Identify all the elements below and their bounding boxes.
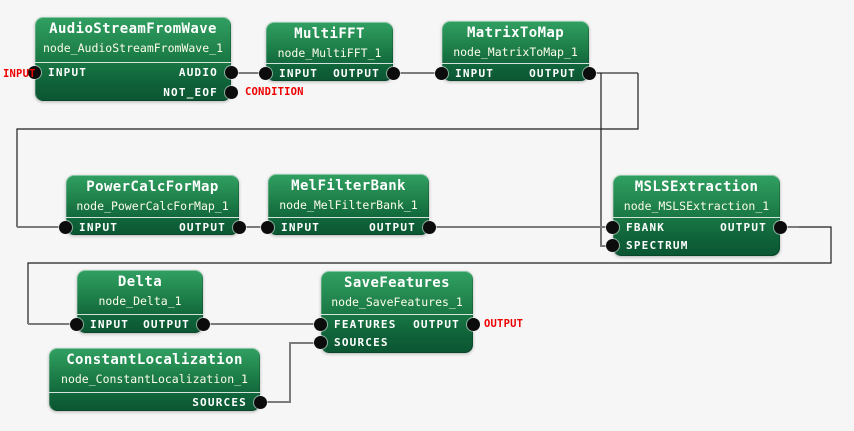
port-label-output: OUTPUT <box>369 221 416 234</box>
node-audiostreamfromwave[interactable]: AudioStreamFromWave node_AudioStreamFrom… <box>28 17 238 103</box>
node-title: MultiFFT <box>294 26 365 42</box>
port-label-sources: SOURCES <box>192 396 247 409</box>
node-constantlocalization[interactable]: ConstantLocalization node_ConstantLocali… <box>49 348 267 413</box>
port-dot-output[interactable] <box>387 67 400 80</box>
port-label-input: INPUT <box>455 67 495 80</box>
node-mslsextraction[interactable]: MSLSExtraction node_MSLSExtraction_1 FBA… <box>606 175 787 256</box>
port-dot-output[interactable] <box>583 67 596 80</box>
port-row: SPECTRUM <box>606 236 780 256</box>
port-row: FBANK OUTPUT <box>606 217 787 238</box>
port-dot-not-eof[interactable] <box>225 86 238 99</box>
node-title: SaveFeatures <box>344 275 450 291</box>
port-dot-input[interactable] <box>59 221 72 234</box>
port-row: INPUT OUTPUT <box>70 314 210 335</box>
external-input-label: INPUT <box>3 68 36 80</box>
external-condition-label: CONDITION <box>245 86 304 98</box>
node-instance-name: node_ConstantLocalization_1 <box>61 372 248 386</box>
node-instance-name: node_MatrixToMap_1 <box>453 45 578 59</box>
port-dot-input[interactable] <box>435 67 448 80</box>
port-label-audio: AUDIO <box>178 66 218 79</box>
node-multifft[interactable]: MultiFFT node_MultiFFT_1 INPUT OUTPUT <box>259 22 400 84</box>
node-melfilterbank[interactable]: MelFilterBank node_MelFilterBank_1 INPUT… <box>261 174 436 238</box>
node-instance-name: node_AudioStreamFromWave_1 <box>42 41 223 55</box>
node-instance-name: node_MSLSExtraction_1 <box>623 199 770 213</box>
port-label-input: INPUT <box>279 67 319 80</box>
port-row: INPUT OUTPUT <box>259 63 400 84</box>
port-row: INPUT AUDIO <box>28 62 238 83</box>
port-dot-sources[interactable] <box>314 336 327 349</box>
port-label-fbank: FBANK <box>626 221 666 234</box>
node-title: ConstantLocalization <box>66 352 243 368</box>
node-instance-name: node_Delta_1 <box>98 294 182 308</box>
port-label-output: OUTPUT <box>720 221 767 234</box>
port-dot-output[interactable] <box>423 221 436 234</box>
node-title: MSLSExtraction <box>634 179 759 195</box>
wire-constantlocalization-to-savefeatures <box>260 342 321 403</box>
port-row: INPUT OUTPUT <box>261 217 436 238</box>
node-savefeatures[interactable]: SaveFeatures node_SaveFeatures_1 FEATURE… <box>314 271 480 353</box>
port-label-input: INPUT <box>281 221 321 234</box>
node-title: MelFilterBank <box>291 178 406 194</box>
port-dot-input[interactable] <box>261 221 274 234</box>
port-label-input: INPUT <box>90 318 130 331</box>
node-title: AudioStreamFromWave <box>49 21 217 37</box>
external-output-label: OUTPUT <box>484 318 524 330</box>
port-label-features: FEATURES <box>334 318 397 331</box>
node-instance-name: node_PowerCalcForMap_1 <box>76 199 229 213</box>
port-label-output: OUTPUT <box>179 221 226 234</box>
port-label-output: OUTPUT <box>333 67 380 80</box>
port-dot-input[interactable] <box>28 66 41 79</box>
port-row: SOURCES <box>49 392 267 413</box>
port-dot-spectrum[interactable] <box>606 239 619 252</box>
node-matrixtomap[interactable]: MatrixToMap node_MatrixToMap_1 INPUT OUT… <box>435 21 596 84</box>
port-dot-fbank[interactable] <box>606 221 619 234</box>
port-row: INPUT OUTPUT <box>59 217 246 238</box>
port-dot-output[interactable] <box>233 221 246 234</box>
node-title: MatrixToMap <box>466 25 565 41</box>
port-label-not-eof: NOT_EOF <box>163 86 218 99</box>
node-title: Delta <box>117 274 163 290</box>
node-title: PowerCalcForMap <box>86 179 219 195</box>
port-dot-input[interactable] <box>259 67 272 80</box>
port-dot-output[interactable] <box>467 318 480 331</box>
port-row: SOURCES <box>314 333 473 353</box>
node-powercalcformap[interactable]: PowerCalcForMap node_PowerCalcForMap_1 I… <box>59 175 246 238</box>
port-row: NOT_EOF <box>35 83 238 103</box>
port-label-spectrum: SPECTRUM <box>626 239 689 252</box>
node-instance-name: node_MelFilterBank_1 <box>279 198 418 212</box>
node-instance-name: node_SaveFeatures_1 <box>331 295 463 309</box>
port-label-output: OUTPUT <box>143 318 190 331</box>
port-label-sources: SOURCES <box>334 336 389 349</box>
node-instance-name: node_MultiFFT_1 <box>277 46 382 60</box>
port-label-input: INPUT <box>79 221 119 234</box>
port-row: INPUT OUTPUT <box>435 63 596 84</box>
wire-matrixtomap-to-powercalc <box>16 73 639 227</box>
port-row: FEATURES OUTPUT <box>314 314 480 335</box>
node-delta[interactable]: Delta node_Delta_1 INPUT OUTPUT <box>70 270 210 335</box>
port-dot-output[interactable] <box>774 221 787 234</box>
port-dot-audio[interactable] <box>225 66 238 79</box>
port-label-output: OUTPUT <box>529 67 576 80</box>
port-label-input: INPUT <box>48 66 88 79</box>
port-dot-input[interactable] <box>70 318 83 331</box>
port-dot-features[interactable] <box>314 318 327 331</box>
port-dot-sources[interactable] <box>254 396 267 409</box>
port-dot-output[interactable] <box>197 318 210 331</box>
wire-msls-to-delta <box>27 226 832 324</box>
port-label-output: OUTPUT <box>413 318 460 331</box>
